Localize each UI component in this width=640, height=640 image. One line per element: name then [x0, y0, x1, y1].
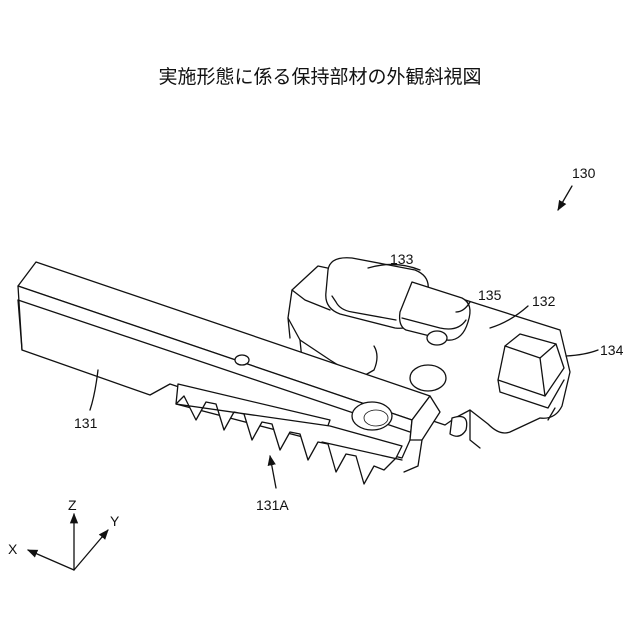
arrow-130 [558, 186, 572, 210]
label-131A: 131A [256, 497, 289, 513]
leader-134 [566, 350, 598, 356]
z-axis-label: Z [68, 497, 77, 513]
y-axis-arrow [74, 530, 108, 570]
x-axis-label: X [8, 541, 18, 557]
arrow-131A [270, 456, 276, 488]
plate-hole-large [410, 365, 446, 391]
y-axis-label: Y [110, 513, 120, 529]
label-134: 134 [600, 342, 624, 358]
plate-hole-small [427, 331, 447, 345]
x-axis-arrow [28, 550, 74, 570]
label-133: 133 [390, 251, 414, 267]
arm-hole-small [235, 355, 249, 365]
label-132: 132 [532, 293, 556, 309]
label-130: 130 [572, 165, 596, 181]
label-135: 135 [478, 287, 502, 303]
label-131: 131 [74, 415, 98, 431]
coordinate-axes: Z Y X [8, 497, 120, 570]
